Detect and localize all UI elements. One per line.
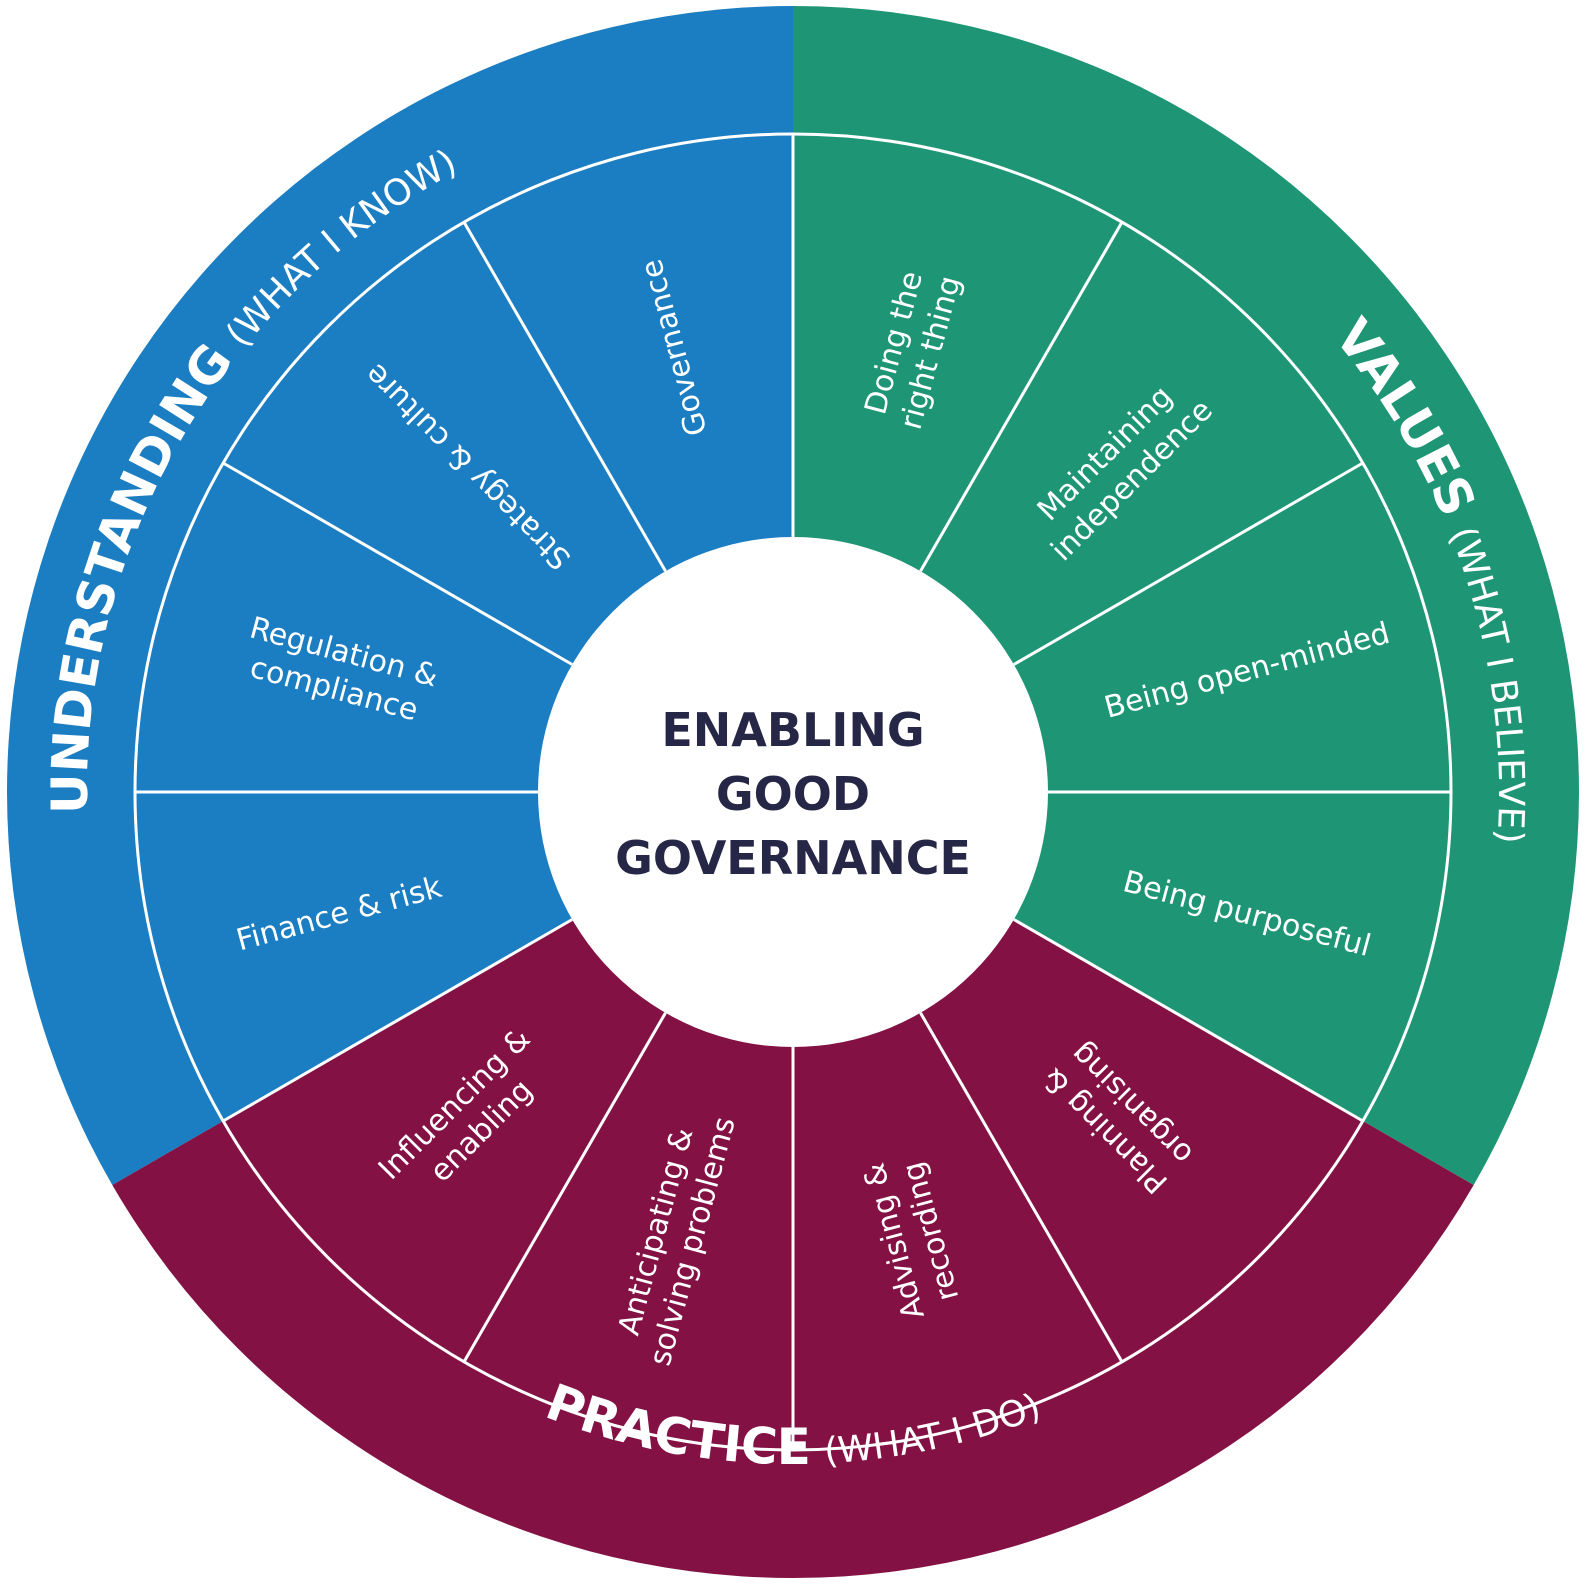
center-title: ENABLING GOOD GOVERNANCE xyxy=(615,703,971,885)
center-circle xyxy=(538,537,1048,1047)
center-title-line: GOOD xyxy=(716,767,870,821)
segment-divider xyxy=(1013,918,1364,1123)
segment-divider xyxy=(1013,461,1364,666)
segment-governance xyxy=(464,134,793,573)
segment-influencing-enabling xyxy=(223,918,667,1362)
segment-anticipating-solving xyxy=(464,1011,793,1450)
segment-divider xyxy=(462,221,667,572)
segment-doing-right-thing xyxy=(793,134,1122,573)
segment-divider xyxy=(919,221,1124,572)
ring-understanding xyxy=(6,6,793,1185)
segment-regulation-compliance xyxy=(135,463,574,792)
center-title-line: ENABLING xyxy=(661,703,924,757)
segment-divider xyxy=(919,1012,1124,1363)
segment-advising-recording xyxy=(793,1011,1122,1450)
segment-being-purposeful xyxy=(1012,792,1451,1121)
segments xyxy=(135,134,1451,1450)
segment-being-open-minded xyxy=(1012,463,1451,792)
ring-practice xyxy=(112,1120,1474,1578)
outer-ring xyxy=(6,6,1579,1578)
segment-maintaining-independence xyxy=(919,222,1363,666)
segment-finance-risk xyxy=(135,792,574,1121)
segment-divider xyxy=(462,1012,667,1363)
dividers xyxy=(133,132,1453,1452)
segment-strategy-culture xyxy=(223,222,667,666)
segment-divider xyxy=(222,918,573,1123)
ring-values xyxy=(793,6,1579,1185)
segment-divider xyxy=(222,461,573,666)
segment-planning-organising xyxy=(919,918,1363,1362)
center-title-line: GOVERNANCE xyxy=(615,831,971,885)
